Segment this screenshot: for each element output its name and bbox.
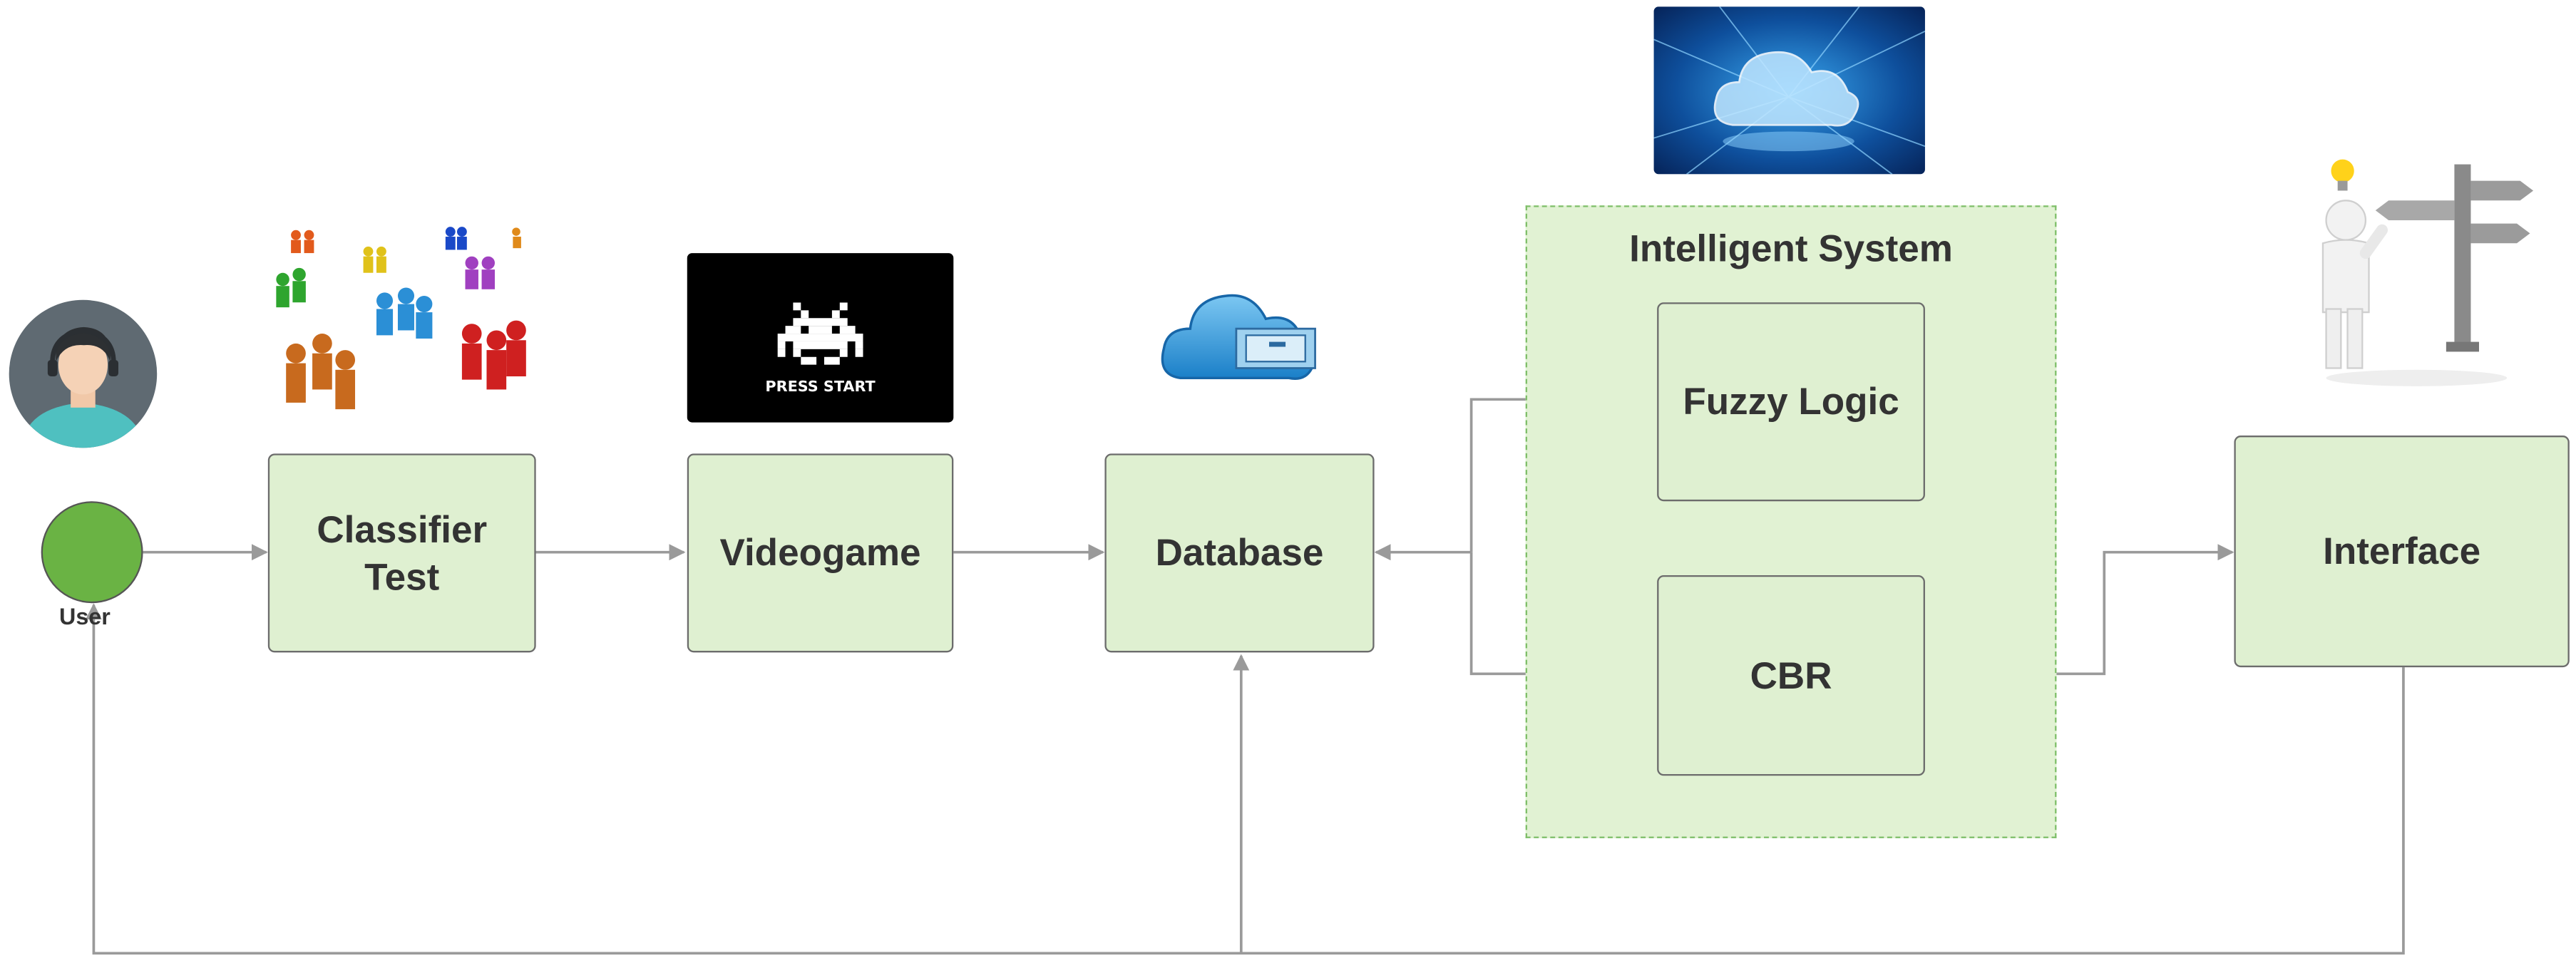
database-node[interactable]: Database xyxy=(1104,453,1375,653)
fuzzy-logic-node[interactable]: Fuzzy Logic xyxy=(1657,302,1925,502)
people-groups-illustration xyxy=(276,227,526,410)
user-node[interactable] xyxy=(41,501,143,604)
edge-interface-user xyxy=(85,603,2405,955)
space-invader-press-start-image: PRESS START xyxy=(687,253,954,423)
space-invader-icon xyxy=(777,302,863,365)
user-avatar-icon xyxy=(9,299,158,448)
interface-node[interactable]: Interface xyxy=(2234,436,2570,668)
cloud-database-icon xyxy=(1161,294,1316,380)
cbr-label: CBR xyxy=(1750,653,1832,696)
user-label: User xyxy=(59,603,111,630)
classifier-test-label: Classifier Test xyxy=(317,507,488,598)
person-signpost-lightbulb-illustration xyxy=(2321,159,2534,386)
videogame-node[interactable]: Videogame xyxy=(687,453,954,653)
database-label: Database xyxy=(1155,531,1324,574)
group-title: Intelligent System xyxy=(1629,227,1953,270)
cbr-node[interactable]: CBR xyxy=(1657,575,1925,776)
classifier-test-node[interactable]: Classifier Test xyxy=(267,453,536,653)
interface-label: Interface xyxy=(2323,529,2481,572)
videogame-label: Videogame xyxy=(719,531,921,574)
digital-cloud-network-image xyxy=(1653,6,1925,175)
press-start-text: PRESS START xyxy=(765,379,876,396)
fuzzy-logic-label: Fuzzy Logic xyxy=(1683,379,1899,423)
